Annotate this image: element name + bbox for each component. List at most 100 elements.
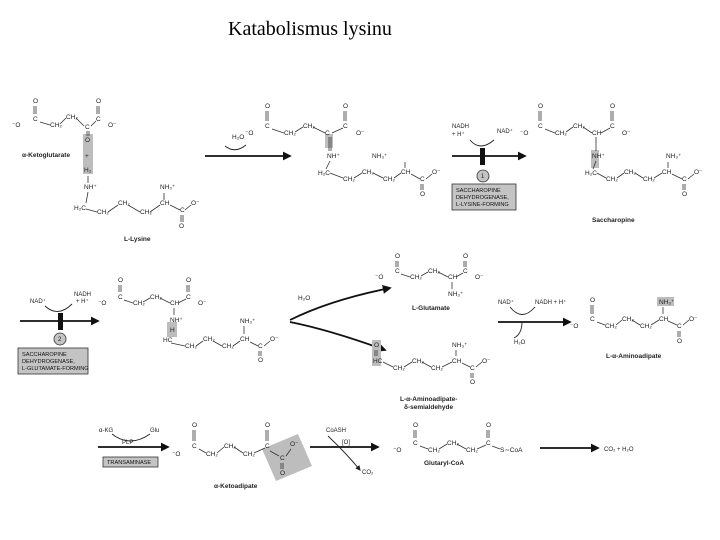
atom-h: H xyxy=(170,327,175,334)
nadh-label: NADH xyxy=(74,292,91,298)
bonds xyxy=(374,350,483,378)
atom-o: O xyxy=(85,137,90,144)
imine-intermediate-structure: O O ⁻O C CH₂ CH₂ CH C O⁻ NH⁺ H NH₃⁺ HC C… xyxy=(98,277,279,364)
saccharopine-label: Saccharopine xyxy=(592,217,635,224)
atom-ch: CH xyxy=(592,130,602,137)
amino-transfer-arrow xyxy=(111,433,151,442)
shaded-amine xyxy=(657,297,674,306)
atom-o-minus-r: O⁻ xyxy=(198,300,207,307)
bonds xyxy=(413,430,501,450)
atom-o-minus-r: O⁻ xyxy=(432,169,441,176)
glutaryl-coa-structure: O O ⁻O C CH₂ CH₂ CH₂ C S∼CoA Glutaryl-Co… xyxy=(393,422,523,467)
nadh-h-label: NADH + H⁺ xyxy=(535,299,566,306)
plp-label: PLP xyxy=(122,440,133,446)
atom-nh: NH⁺ xyxy=(327,153,340,160)
plus-h-label: + H⁺ xyxy=(76,298,89,305)
atom-ch: CH xyxy=(401,169,411,176)
atom-c: C xyxy=(610,123,615,130)
water-arrow xyxy=(513,321,523,339)
co2-h2o-label: CO₂ + H₂O xyxy=(604,447,634,453)
atom-o: O xyxy=(280,470,285,477)
atom-ch2: CH₂ xyxy=(362,169,374,176)
h2o-label: H₂O xyxy=(232,134,244,141)
enzyme-label-line3: L-GLUTAMATE-FORMING xyxy=(22,366,89,372)
schiff-base-intermediate-structure: O O ⁻O C CH₂ CH₂ C C O⁻ NH⁺ NH₃⁺ H₂C CH₂… xyxy=(245,103,441,198)
atom-o-minus-r: O⁻ xyxy=(694,169,703,176)
cofactor-arrow xyxy=(509,306,536,315)
atom-o: O xyxy=(192,422,197,429)
atom-o: O xyxy=(590,297,595,304)
atom-o-minus-r: O⁻ xyxy=(689,316,698,323)
atom-o: O xyxy=(179,223,184,230)
bonds xyxy=(85,176,192,222)
atom-ch2: CH₂ xyxy=(140,209,152,216)
branch-arrow-semialdehyde xyxy=(289,321,387,352)
oxidation-label: [O] xyxy=(342,440,350,446)
atom-c: C xyxy=(420,176,425,183)
alpha-ketoadipate-structure: O O ⁻O C CH₂ CH₂ CH₂ C C O⁻ O α-Ketoadip… xyxy=(172,422,312,490)
enzyme-bar xyxy=(58,313,63,330)
atom-h2: H₂ xyxy=(84,167,92,174)
enzyme-box-lysine-forming xyxy=(451,183,517,211)
atom-c: C xyxy=(180,207,185,214)
atom-o: O xyxy=(413,422,418,429)
atom-ch2: CH₂ xyxy=(622,316,634,323)
atom-o: O xyxy=(343,103,348,110)
atom-nh3: NH₃⁺ xyxy=(452,342,468,349)
atom-o: O xyxy=(118,277,123,284)
co2-release-arrow xyxy=(327,435,361,471)
shaded-carboxylate xyxy=(262,434,312,481)
atom-ch: CH xyxy=(659,316,669,323)
atom-o: O xyxy=(186,277,191,284)
atom-ch2: CH₂ xyxy=(431,365,443,372)
atom-ch2: CH₂ xyxy=(97,209,109,216)
atom-c: C xyxy=(590,316,595,323)
bonds xyxy=(538,111,695,190)
l-lysine-label: L-Lysine xyxy=(124,236,151,243)
atom-o-minus-r: O⁻ xyxy=(290,441,299,448)
h2o-label: H₂O xyxy=(298,295,310,302)
atom-o-minus-r: O⁻ xyxy=(191,200,200,207)
atom-ch: CH xyxy=(160,200,170,207)
atom-o: O xyxy=(33,98,38,105)
atom-ch2: CH₂ xyxy=(412,358,424,365)
step-badge-1-label: 1 xyxy=(481,174,485,180)
atom-o: O xyxy=(470,379,475,386)
nadh-label: NADH xyxy=(452,124,469,130)
plus-h-label: + H⁺ xyxy=(452,131,465,138)
atom-o: O xyxy=(682,191,687,198)
atom-ch2: CH₂ xyxy=(383,176,395,183)
atom-c: C xyxy=(265,443,270,450)
atom-o-minus: ⁻O xyxy=(172,451,181,458)
aminoadipate-semialdehyde-label-l1: L-α-Aminoadipate- xyxy=(400,396,457,403)
atom-ch2: CH₂ xyxy=(185,343,197,350)
atom-o: O xyxy=(610,103,615,110)
atom-c: C xyxy=(413,440,418,447)
atom-ch2: CH₂ xyxy=(203,336,215,343)
atom-ch2: CH₂ xyxy=(605,323,617,330)
atom-ch2: CH₂ xyxy=(393,365,405,372)
alpha-kg-label: α-KG xyxy=(99,428,113,434)
atom-ch: CH xyxy=(452,358,462,365)
step-badge-2-label: 2 xyxy=(58,337,62,343)
atom-o-minus-r: O⁻ xyxy=(622,130,631,137)
alpha-ketoglutarate-label: α-Ketoglutarate xyxy=(22,152,70,159)
enzyme-label-line1: SACCHAROPINE xyxy=(456,188,501,194)
atom-ch2: CH₂ xyxy=(624,169,636,176)
shaded-carbonyl xyxy=(83,134,93,174)
atom-ch2: CH₂ xyxy=(343,176,355,183)
atom-o-minus: ⁻O xyxy=(393,447,402,454)
atom-o-minus: ⁻O xyxy=(375,274,384,281)
nad-label: NAD⁺ xyxy=(497,128,513,135)
h2o-label: H₂O xyxy=(514,340,526,346)
alpha-ketoadipate-label: α-Ketoadipate xyxy=(214,483,258,490)
atom-ch2: CH₂ xyxy=(428,268,440,275)
atom-c: C xyxy=(33,116,38,123)
atom-c: C xyxy=(486,440,491,447)
transaminase-label: TRANSAMINASE xyxy=(107,460,151,466)
shaded-nh xyxy=(591,150,599,168)
atom-c: C xyxy=(325,130,330,137)
atom-ch2: CH₂ xyxy=(640,323,652,330)
atom-o-minus: ⁻O xyxy=(12,122,21,129)
atom-o-minus-r: O⁻ xyxy=(482,358,491,365)
